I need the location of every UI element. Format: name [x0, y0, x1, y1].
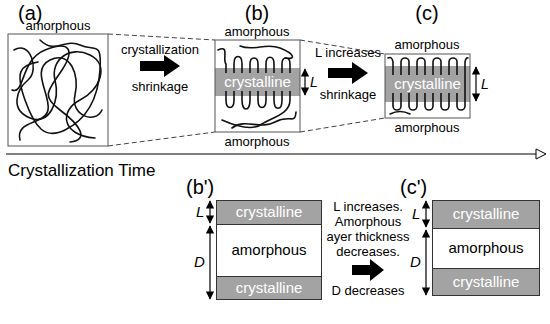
dimension-label: D [410, 253, 421, 270]
box-outline [215, 40, 300, 132]
band-text: crystalline [221, 73, 294, 92]
band-text: crystalline [453, 274, 520, 291]
amorphous-layer: amorphous [216, 224, 322, 277]
polymer-chains [12, 40, 102, 142]
panel-label: (c) [415, 2, 438, 25]
amorphous-layer: amorphous [432, 228, 540, 269]
process-label: crystallization [121, 43, 199, 58]
time-axis [6, 154, 536, 155]
phase-label: amorphous [224, 25, 289, 40]
phase-label: amorphous [394, 38, 459, 53]
process-label: shrinkage [320, 88, 376, 103]
note-text: D decreases [332, 284, 405, 299]
band-text: crystalline [236, 280, 303, 297]
zoom-lines [108, 34, 385, 146]
band-text: crystalline [391, 75, 464, 94]
dimension-label: D [194, 253, 205, 270]
crystalline-band: crystalline [215, 68, 300, 96]
folded-chains [388, 58, 468, 115]
crystalline-layer: crystalline [216, 276, 322, 300]
band-text: amorphous [448, 240, 523, 257]
process-label: shrinkage [132, 80, 188, 95]
block-arrow [352, 259, 384, 281]
phase-label: amorphous [25, 19, 90, 34]
dimension-label: L [310, 74, 318, 90]
dimension-label: L [412, 205, 420, 222]
panel-label: (b') [186, 176, 214, 199]
phase-label: amorphous [224, 135, 289, 150]
time-arrowhead [536, 149, 546, 159]
crystalline-layer: crystalline [216, 200, 322, 225]
process-label: L increases [315, 46, 381, 61]
box-outline [385, 54, 470, 118]
dimension-label: L [196, 203, 204, 220]
crystalline-band: crystalline [385, 66, 470, 102]
band-text: crystalline [453, 206, 520, 223]
dimension-label: L [481, 76, 489, 92]
panel-label: (b) [245, 2, 269, 25]
block-arrow [140, 55, 180, 77]
box-outline [8, 34, 108, 146]
band-text: amorphous [231, 242, 306, 259]
band-text: crystalline [236, 204, 303, 221]
panel-label: (c') [400, 176, 427, 199]
block-arrow [328, 62, 368, 84]
folded-chains [218, 46, 296, 128]
crystalline-layer: crystalline [432, 268, 540, 296]
note-text: L increases. Amorphous ayer thickness de… [324, 200, 412, 260]
axis-label: Crystallization Time [8, 161, 155, 181]
crystalline-layer: crystalline [432, 200, 540, 229]
phase-label: amorphous [394, 121, 459, 136]
